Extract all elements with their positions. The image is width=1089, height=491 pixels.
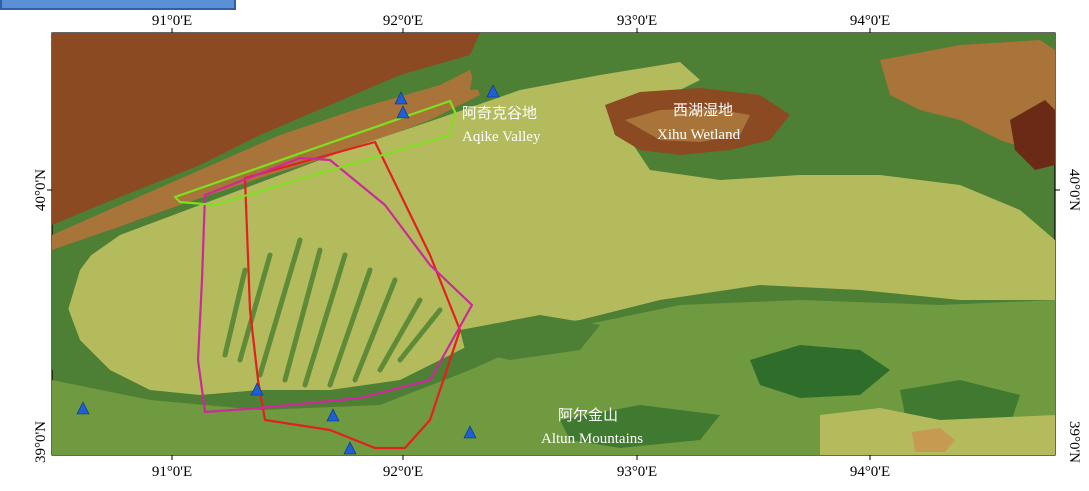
label-aqike-cn: 阿奇克谷地	[462, 105, 537, 122]
lat-tick-right: 39°0'N	[1066, 421, 1082, 463]
label-altun-cn: 阿尔金山	[558, 407, 618, 424]
lat-tick-left: 40°0'N	[33, 169, 49, 211]
terrain-dark-green-4	[460, 315, 600, 360]
lat-tick-left: 39°0'N	[33, 421, 49, 463]
terrain-tan-southeast	[912, 428, 955, 452]
boundary-green-polygon	[173, 99, 457, 207]
lon-tick-top: 94°0'E	[850, 13, 890, 29]
label-xihu-cn: 西湖湿地	[673, 102, 733, 119]
triangle-marker-icon	[396, 105, 410, 119]
lon-tick-top: 92°0'E	[383, 13, 423, 29]
place-labels: 阿奇克谷地 Aqike Valley 西湖湿地 Xihu Wetland 阿尔金…	[462, 102, 741, 447]
map-terrain	[52, 33, 1055, 455]
terrain-dark-green-3	[900, 380, 1020, 430]
lon-tick-top: 93°0'E	[617, 13, 657, 29]
lon-tick-top: 91°0'E	[152, 13, 192, 29]
tick-marks	[47, 28, 1060, 460]
terrain-dark-brown-east	[1010, 100, 1055, 170]
lon-tick-bottom: 92°0'E	[383, 464, 423, 480]
lat-tick-right: 40°0'N	[1066, 169, 1082, 211]
latitude-ticks-right: 40°0'N 39°0'N	[1066, 169, 1082, 463]
label-aqike-en: Aqike Valley	[462, 129, 541, 145]
terrain-light-olive-plain	[65, 62, 1055, 395]
latitude-ticks-left: 40°0'N 39°0'N	[33, 169, 49, 463]
triangle-marker-icon	[76, 401, 90, 415]
terrain-dark-green-1	[750, 345, 890, 398]
terrain-ridges	[222, 237, 443, 388]
terrain-green-west	[52, 230, 110, 370]
lon-tick-bottom: 93°0'E	[617, 464, 657, 480]
triangle-marker-icon	[486, 84, 500, 98]
terrain-olive-south	[52, 300, 1055, 455]
lon-tick-bottom: 91°0'E	[152, 464, 192, 480]
terrain-brown-northwest	[52, 33, 480, 225]
label-xihu-en: Xihu Wetland	[657, 127, 741, 143]
triangle-marker-icon	[463, 425, 477, 439]
longitude-ticks-bottom: 91°0'E 92°0'E 93°0'E 94°0'E	[152, 464, 890, 480]
boundary-magenta-polygon	[196, 156, 474, 414]
longitude-ticks-top: 91°0'E 92°0'E 93°0'E 94°0'E	[152, 13, 890, 29]
triangle-marker-icon	[250, 382, 264, 396]
corner-tab	[0, 0, 236, 10]
station-markers	[76, 84, 500, 455]
lon-tick-bottom: 94°0'E	[850, 464, 890, 480]
triangle-marker-icon	[326, 408, 340, 422]
triangle-marker-icon	[394, 91, 408, 105]
terrain-xihu-tan	[625, 108, 750, 142]
terrain-dark-green-2	[560, 405, 720, 448]
boundary-red-polygon	[243, 140, 462, 450]
boundary-lines	[173, 99, 474, 450]
triangle-marker-icon	[343, 441, 357, 455]
label-altun-en: Altun Mountains	[541, 431, 643, 447]
terrain-tan-band	[52, 70, 480, 250]
